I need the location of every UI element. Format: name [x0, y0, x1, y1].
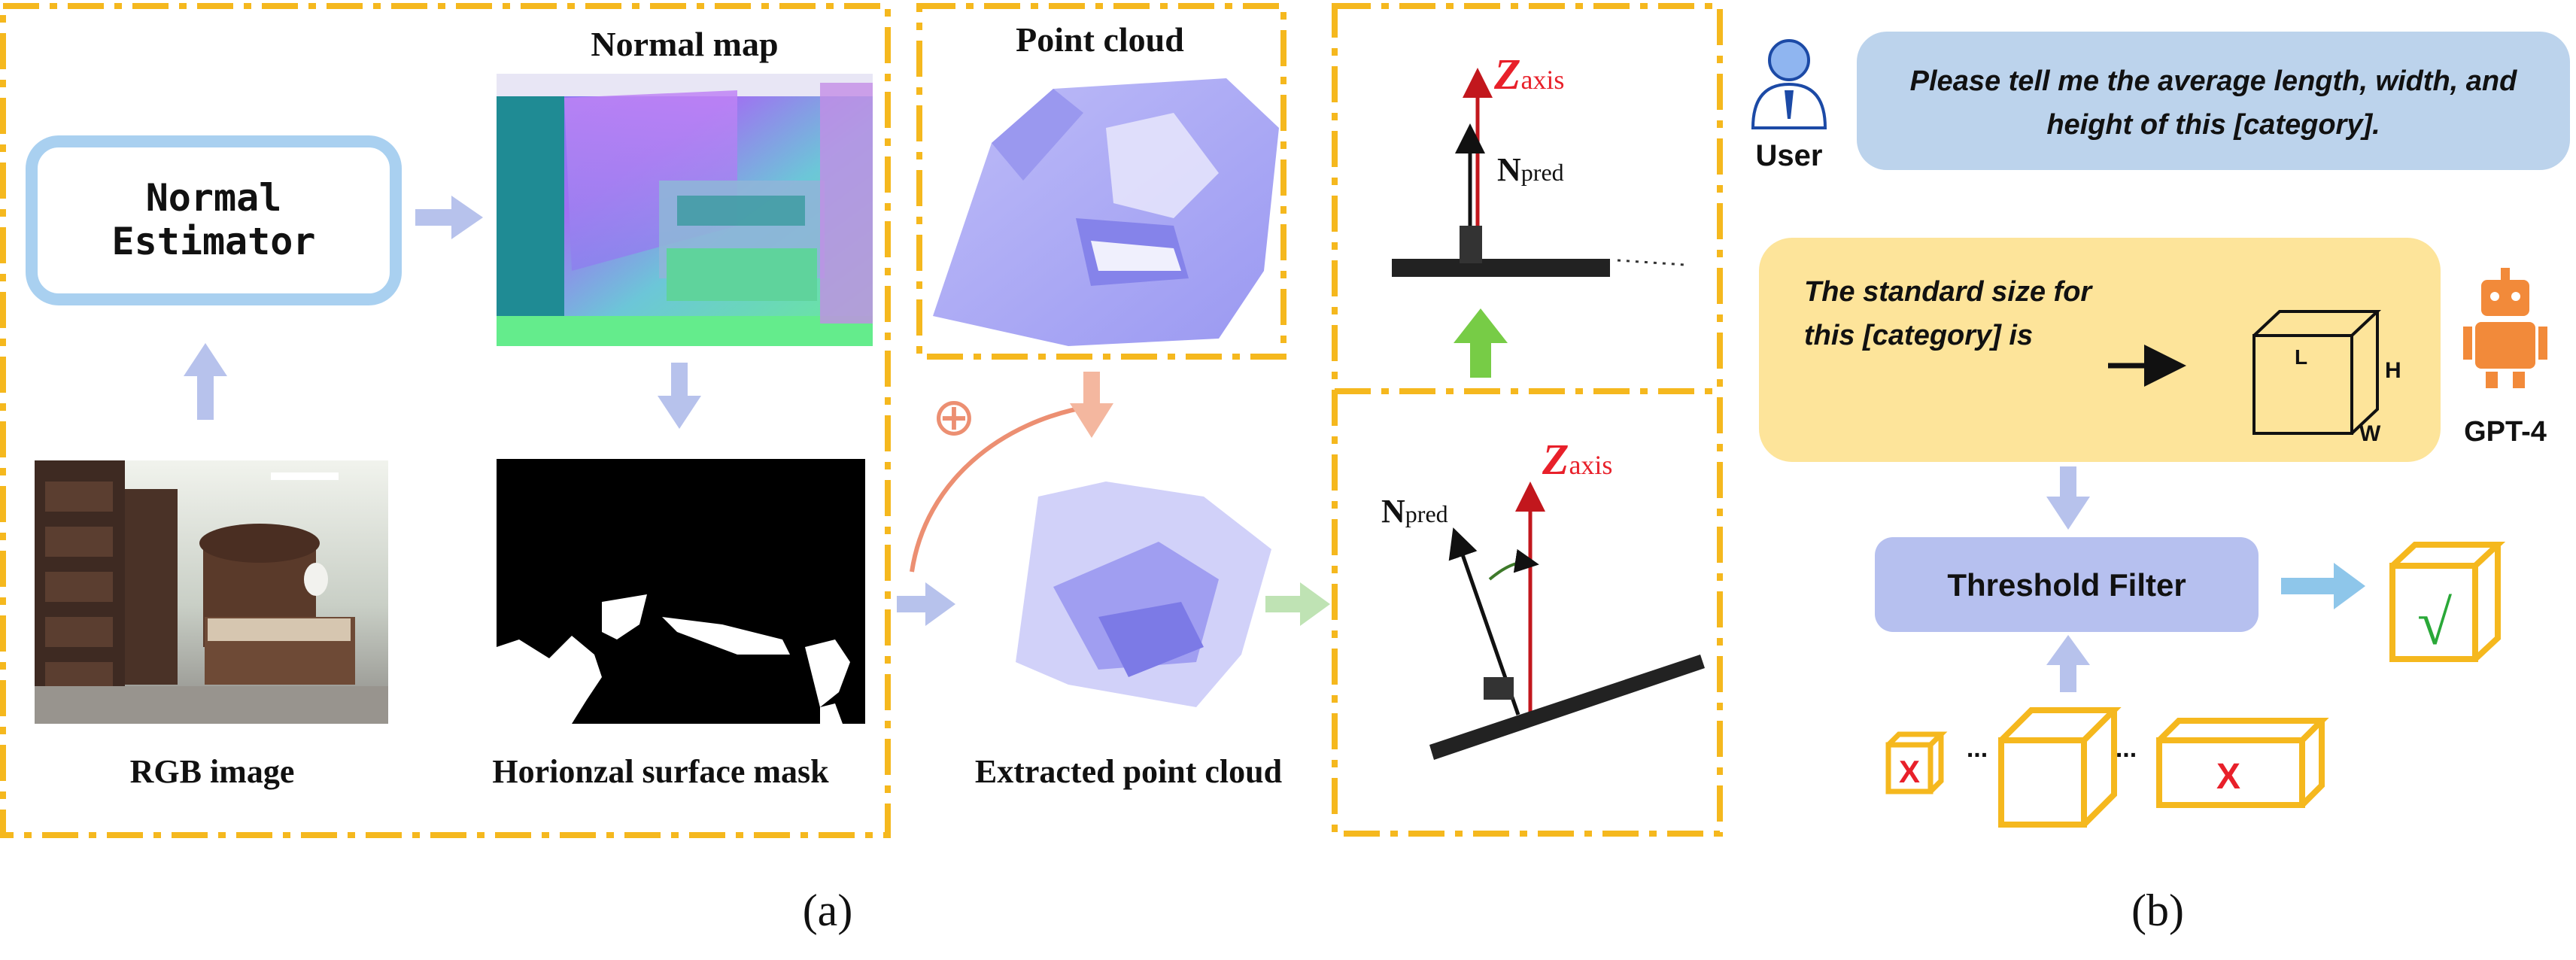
cube-label-w: W	[2359, 421, 2381, 446]
gpt-label: GPT-4	[2464, 416, 2547, 448]
axis-tilted-diagram	[1429, 482, 1705, 760]
arrow-rgb-to-estimator	[184, 343, 227, 420]
prompt-line2: height of this [category].	[2046, 109, 2380, 141]
rgb-image-label: RGB image	[130, 753, 295, 790]
ellipsis-2: ...	[2116, 734, 2137, 763]
accepted-cube-icon	[2389, 542, 2506, 662]
surface-mask-image	[497, 459, 865, 724]
arrow-filter-to-accepted	[2281, 563, 2365, 609]
frame-point-cloud	[916, 3, 1286, 360]
normal-map-title: Normal map	[591, 25, 778, 63]
candidate-cube-small	[1885, 731, 1948, 794]
size-cube-icon	[2252, 310, 2382, 435]
normal-estimator-line2: Estimator	[112, 220, 316, 263]
normal-estimator-box	[26, 135, 402, 305]
cross-mark-small: X	[1899, 754, 1920, 789]
response-line1: The standard size for	[1804, 276, 2093, 308]
extracted-label: Extracted point cloud	[975, 753, 1282, 790]
n-pred-top: Npred	[1497, 151, 1564, 188]
caption-a: (a)	[803, 886, 853, 935]
frame-axis	[1332, 3, 1723, 837]
candidate-cube-medium	[1998, 707, 2122, 828]
threshold-filter-label: Threshold Filter	[1947, 567, 2186, 603]
response-bubble	[1759, 238, 2441, 462]
arrow-point-cloud-to-extracted	[1070, 372, 1113, 438]
axis-aligned-diagram	[1392, 68, 1686, 277]
n-pred-bottom: Npred	[1381, 493, 1448, 530]
arrow-normal-map-to-mask	[658, 363, 701, 429]
cube-label-h: H	[2385, 358, 2401, 383]
normal-estimator-line1: Normal	[146, 176, 282, 220]
check-mark: √	[2417, 588, 2453, 658]
oplus-arc	[910, 404, 1092, 573]
cube-label-l: L	[2295, 345, 2307, 369]
response-line2: this [category] is	[1804, 320, 2033, 351]
candidate-cube-large	[2156, 718, 2329, 808]
threshold-filter-box	[1875, 537, 2259, 632]
oplus-symbol: ⊕	[932, 389, 977, 447]
cross-mark-large: X	[2216, 757, 2240, 797]
rgb-image	[35, 460, 388, 724]
z-axis-bottom: Zaxis	[1542, 435, 1612, 484]
prompt-line1: Please tell me the average length, width…	[1910, 65, 2517, 97]
arrow-response-to-filter	[2046, 466, 2090, 530]
point-cloud-image	[933, 78, 1279, 346]
z-axis-top: Zaxis	[1493, 50, 1564, 99]
surface-mask-label: Horionzal surface mask	[492, 753, 829, 790]
caption-b: (b)	[2131, 886, 2184, 935]
robot-icon	[2463, 268, 2547, 388]
user-icon	[1751, 39, 1827, 129]
user-label: User	[1756, 139, 1823, 172]
extracted-point-cloud-image	[1016, 482, 1271, 707]
arrow-extracted-to-axis	[1265, 582, 1330, 626]
prompt-bubble	[1857, 32, 2570, 170]
point-cloud-title: Point cloud	[1016, 20, 1184, 59]
arrow-candidates-to-filter	[2046, 635, 2090, 692]
arrow-estimator-to-normal-map	[415, 196, 483, 239]
ellipsis-1: ...	[1967, 734, 1988, 763]
frame-left	[0, 3, 891, 838]
arrow-green-up	[1454, 308, 1508, 378]
arrow-mask-to-extracted	[897, 582, 955, 626]
normal-map-image	[497, 74, 873, 346]
